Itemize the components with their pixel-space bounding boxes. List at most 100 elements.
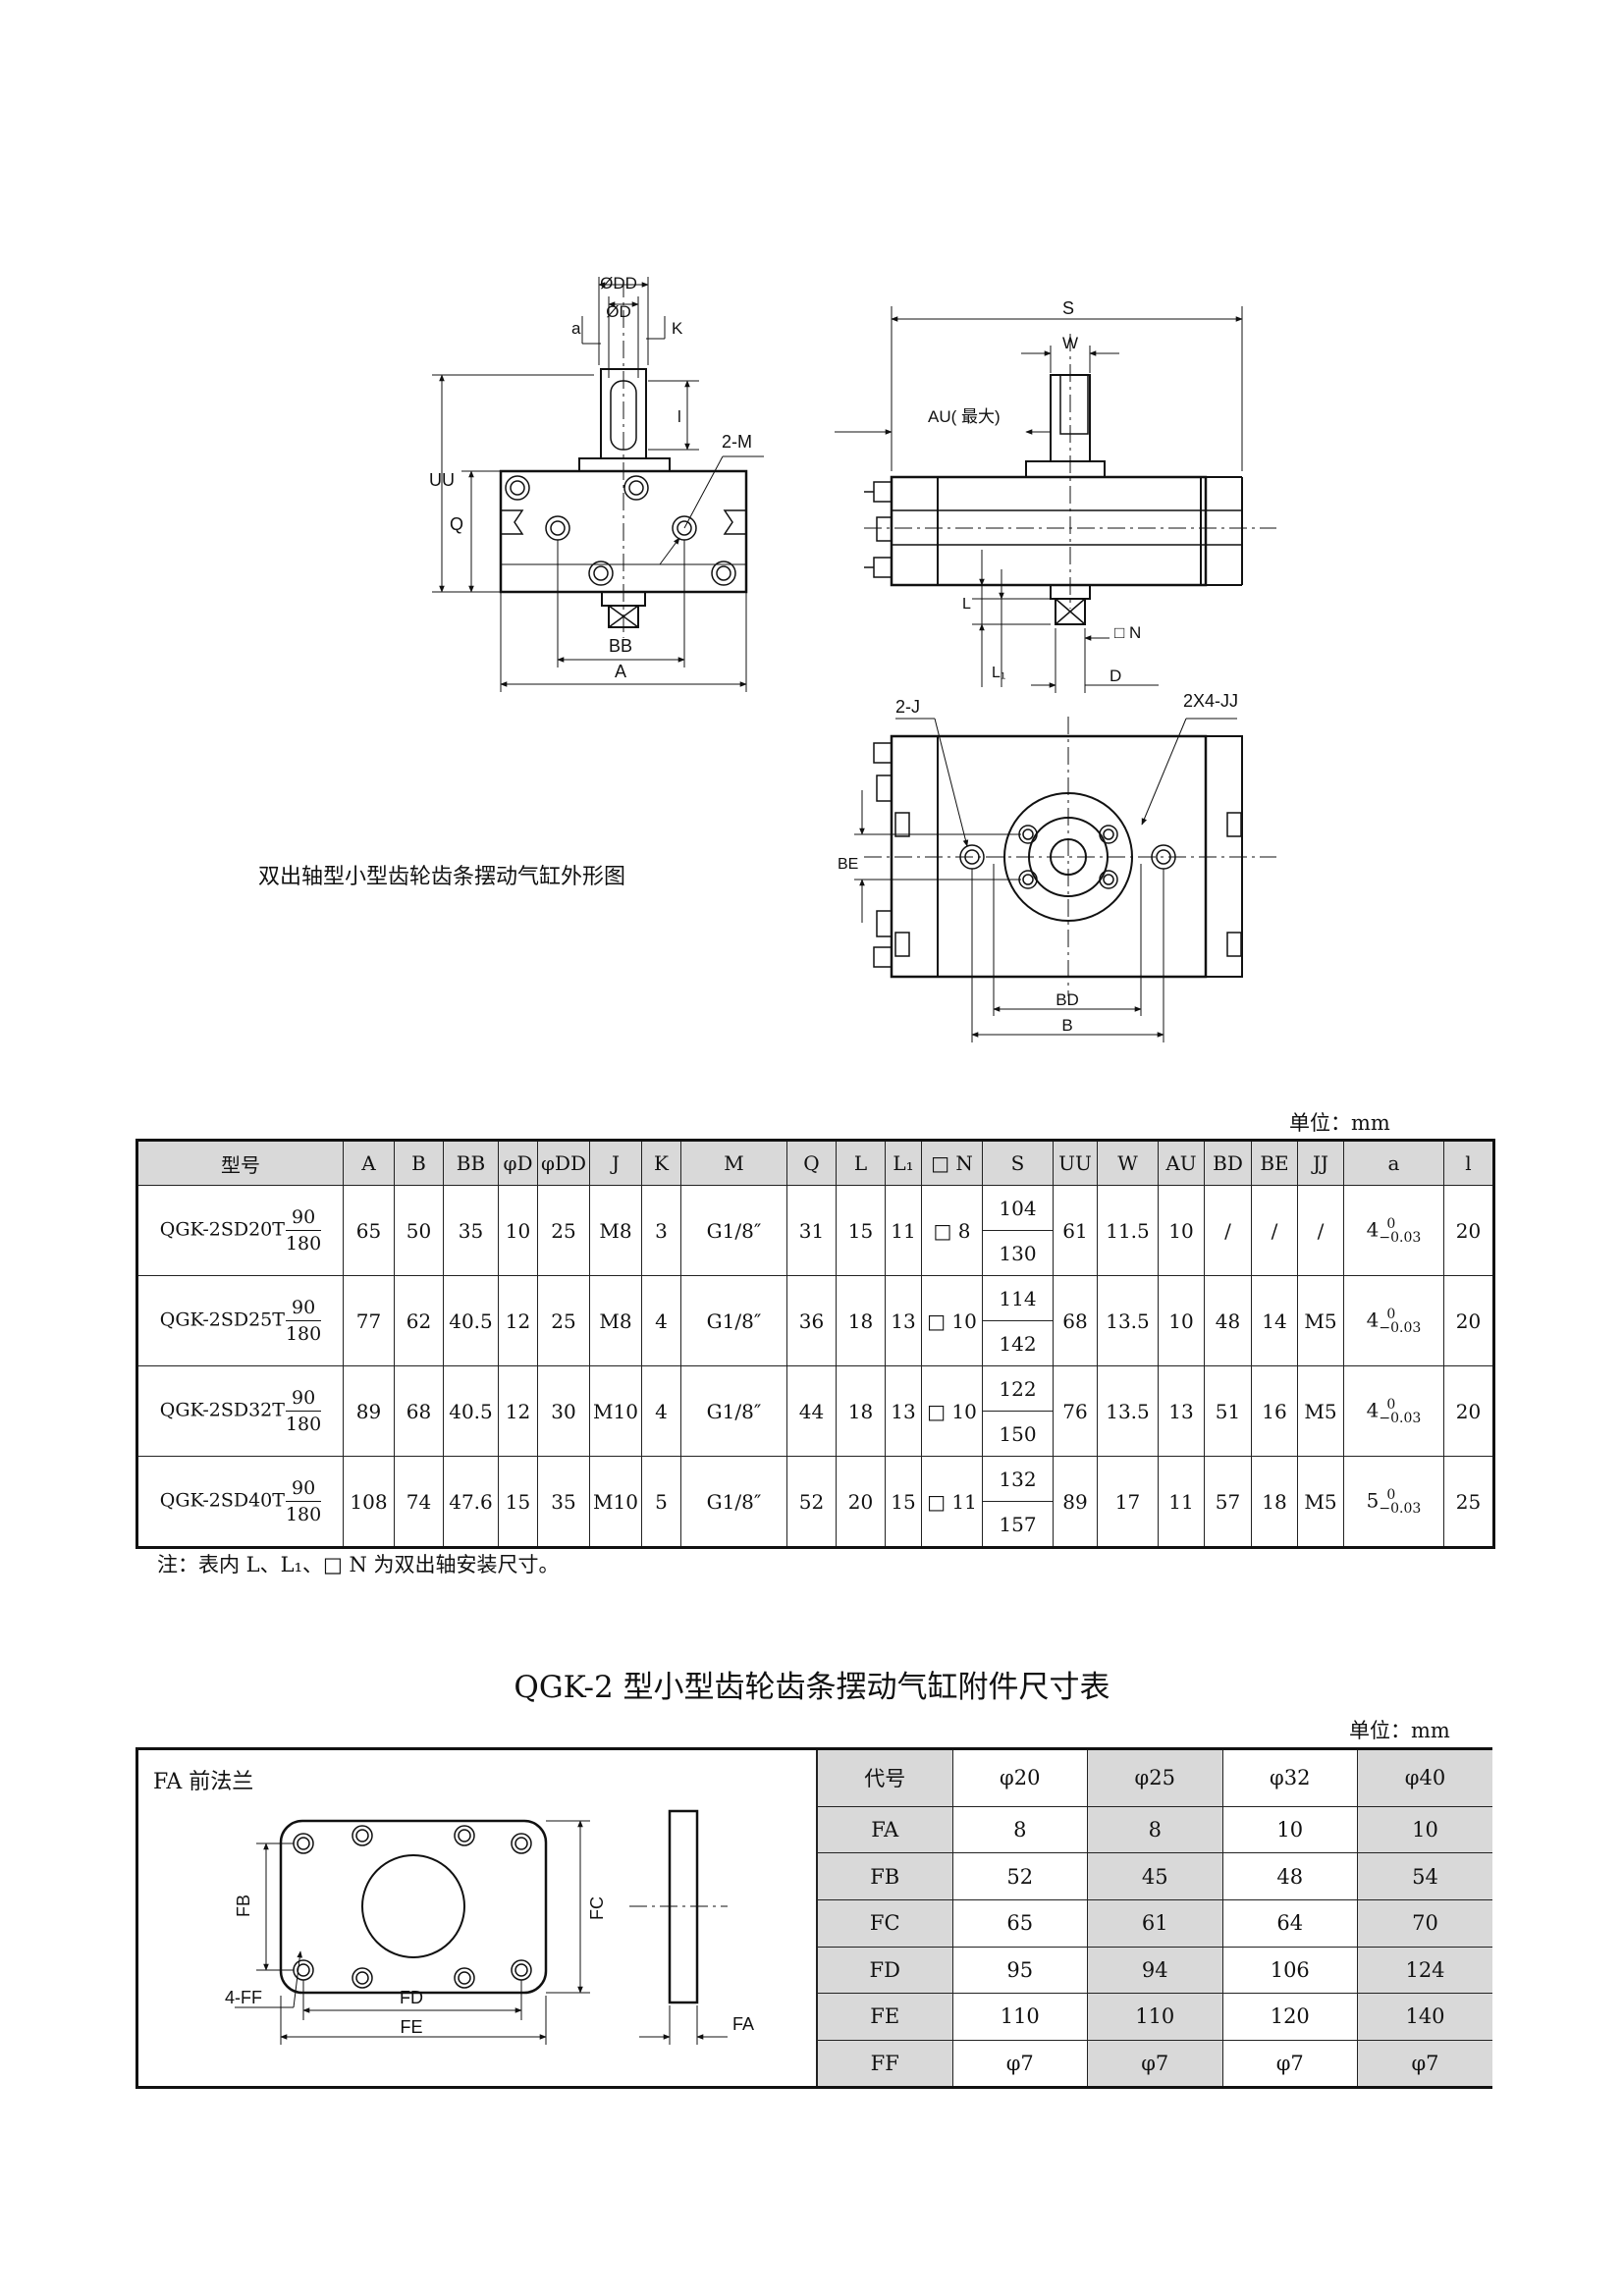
label-s: S <box>1062 298 1074 318</box>
cell-w: 13.5 <box>1097 1365 1159 1457</box>
col-au: AU <box>1158 1140 1205 1186</box>
angle-bottom: 180 <box>285 1233 322 1255</box>
label-a-small: a <box>571 319 581 338</box>
cell-b: 50 <box>394 1185 444 1276</box>
accessory-title: QGK-2 型小型齿轮齿条摆动气缸附件尺寸表 <box>514 1670 1110 1705</box>
flange-fc: FC <box>587 1896 607 1920</box>
col-q: Q <box>786 1140 837 1186</box>
acc-cell: 70 <box>1357 1898 1492 1948</box>
cell-be: 16 <box>1251 1365 1298 1457</box>
cell-dd: 25 <box>537 1275 590 1366</box>
cell-b: 68 <box>394 1365 444 1457</box>
cell-n: □ 8 <box>921 1185 983 1276</box>
cell-a: 65 <box>343 1185 395 1276</box>
a-value: 4 <box>1366 1308 1380 1331</box>
acc-cell: 10 <box>1357 1805 1492 1854</box>
cell-q: 44 <box>786 1365 837 1457</box>
angle-bottom: 180 <box>285 1323 322 1345</box>
col-l1: L₁ <box>885 1140 922 1186</box>
cell-uu: 89 <box>1053 1456 1098 1548</box>
label-l-small: l <box>677 407 681 426</box>
spec-header-row: 型号 A B BB φD φDD J K M Q L L₁ □ N S UU W… <box>136 1140 1494 1186</box>
cell-m: G1/8″ <box>680 1365 787 1457</box>
cell-k: 3 <box>641 1185 681 1276</box>
cell-dd: 30 <box>537 1365 590 1457</box>
angle-top: 90 <box>285 1204 322 1231</box>
cell-w: 11.5 <box>1097 1185 1159 1276</box>
cell-d: 12 <box>498 1365 538 1457</box>
acc-cell: 94 <box>1087 1946 1223 1995</box>
cell-au: 10 <box>1158 1185 1205 1276</box>
cell-l-small: 20 <box>1443 1365 1494 1457</box>
flange-drawing: FB FC FD FE 4-FF FA <box>225 1809 754 2045</box>
front-view <box>432 277 764 692</box>
spec-row-sub: 157 <box>137 1501 1494 1548</box>
bottom-view <box>854 717 1276 1042</box>
model-name: QGK-2SD25T <box>159 1308 285 1331</box>
cell-l1: 13 <box>885 1365 922 1457</box>
col-w: W <box>1097 1140 1159 1186</box>
col-bb: BB <box>443 1140 499 1186</box>
col-uu: UU <box>1053 1140 1098 1186</box>
cell-au: 13 <box>1158 1365 1205 1457</box>
cell-l: 15 <box>836 1185 886 1276</box>
spec-note: 注：表内 L、L₁、□ N 为双出轴安装尺寸。 <box>157 1553 560 1576</box>
cell-q: 52 <box>786 1456 837 1548</box>
cell-jj: M5 <box>1297 1456 1344 1548</box>
label-uu: UU <box>429 470 455 490</box>
angle-bottom: 180 <box>285 1504 322 1525</box>
cell-w: 17 <box>1097 1456 1159 1548</box>
accessory-unit: 单位：mm <box>1349 1719 1450 1742</box>
cell-bb: 35 <box>443 1185 499 1276</box>
cell-d: 12 <box>498 1275 538 1366</box>
cell-j: M8 <box>589 1185 642 1276</box>
accessory-box: FA 前法兰 <box>135 1747 1492 2089</box>
acc-cell: 45 <box>1087 1852 1223 1900</box>
cell-l-small: 20 <box>1443 1185 1494 1276</box>
a-upper: 0 <box>1386 1396 1396 1413</box>
side-view <box>835 306 1276 693</box>
angle-bottom: 180 <box>285 1414 322 1435</box>
angle-top: 90 <box>285 1385 322 1412</box>
cell-bd: 48 <box>1204 1275 1252 1366</box>
cell-l: 18 <box>836 1275 886 1366</box>
acc-cell: 61 <box>1087 1898 1223 1948</box>
cell-s-bottom: 142 <box>982 1320 1054 1366</box>
acc-header: φ20 <box>951 1750 1088 1807</box>
cell-k: 4 <box>641 1275 681 1366</box>
cell-jj: M5 <box>1297 1275 1344 1366</box>
label-bd: BD <box>1056 990 1079 1009</box>
cell-a: 89 <box>343 1365 395 1457</box>
cell-s-bottom: 150 <box>982 1411 1054 1457</box>
cell-b: 62 <box>394 1275 444 1366</box>
cell-k: 4 <box>641 1365 681 1457</box>
spec-table: 型号 A B BB φD φDD J K M Q L L₁ □ N S UU W… <box>135 1139 1495 1549</box>
label-l1: L₁ <box>992 665 1005 681</box>
cell-s-bottom: 130 <box>982 1230 1054 1276</box>
cell-j: M10 <box>589 1456 642 1548</box>
col-jj: JJ <box>1297 1140 1344 1186</box>
cell-a: 108 <box>343 1456 395 1548</box>
flange-fd: FD <box>400 1988 423 2007</box>
a-lower: −0.03 <box>1379 1500 1422 1517</box>
acc-header: φ40 <box>1357 1750 1492 1807</box>
a-tolerance: 0−0.03 <box>1379 1488 1421 1516</box>
acc-cell: 52 <box>951 1852 1088 1900</box>
cell-m: G1/8″ <box>680 1185 787 1276</box>
label-au: AU( 最大) <box>928 407 1001 426</box>
flange-fe: FE <box>400 2017 422 2037</box>
cell-l: 18 <box>836 1365 886 1457</box>
a-lower: −0.03 <box>1379 1229 1422 1246</box>
label-l: L <box>962 596 971 613</box>
cell-be: 18 <box>1251 1456 1298 1548</box>
col-a: A <box>343 1140 395 1186</box>
